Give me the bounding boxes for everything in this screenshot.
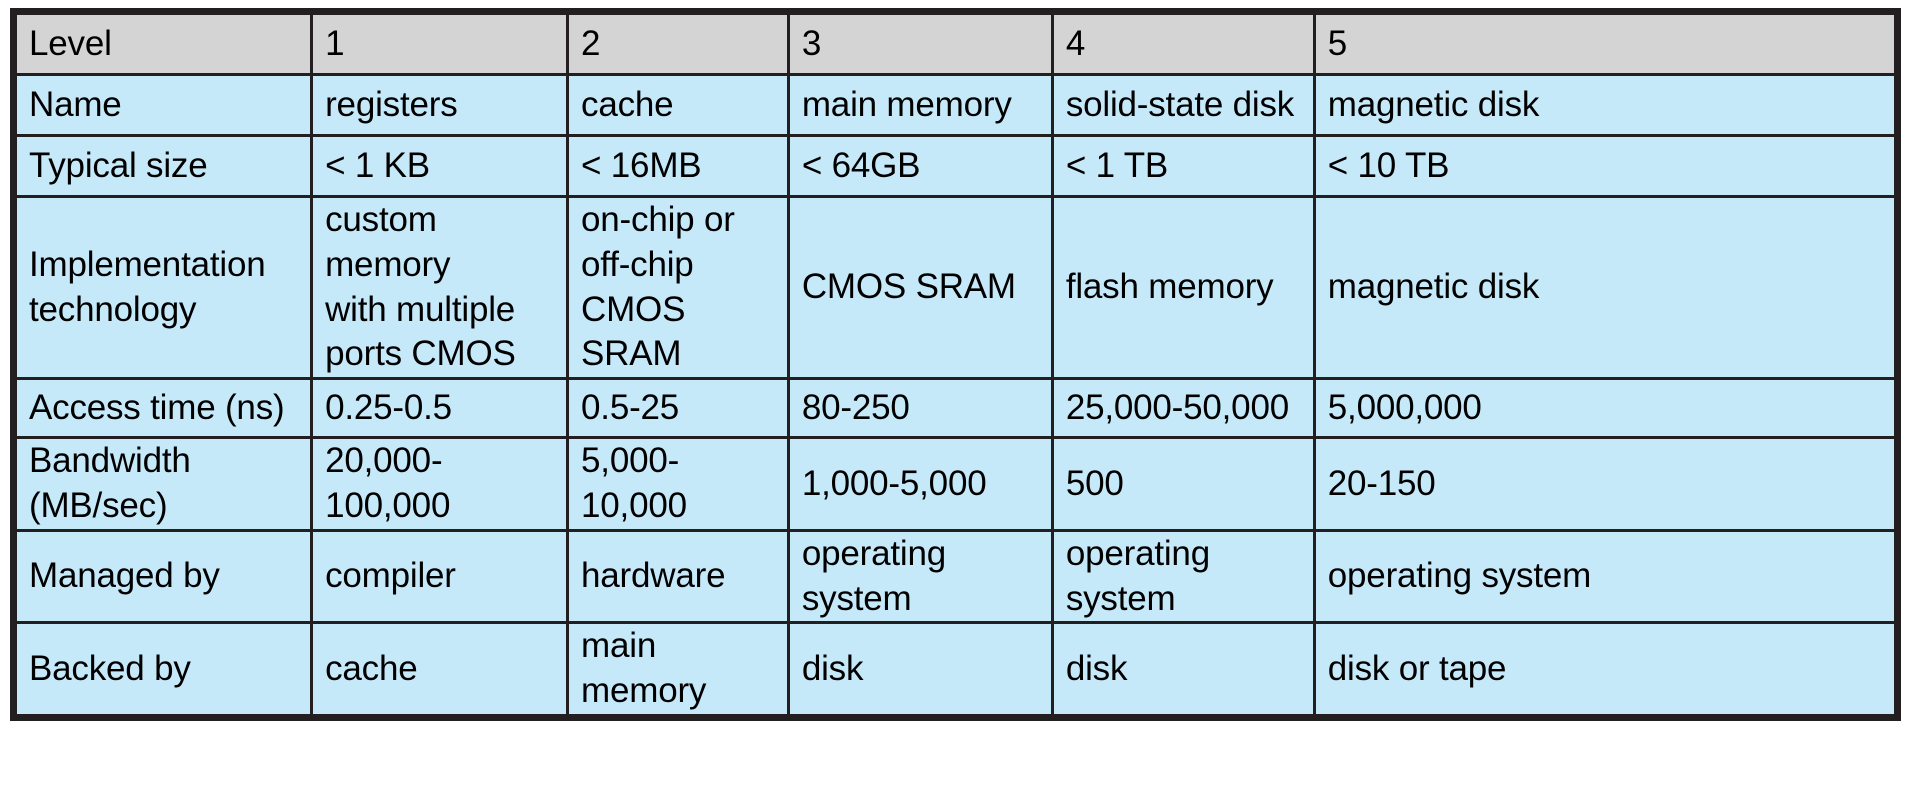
header-cell-level-5: 5 [1312,10,1900,76]
cell-implementation-technology-1: custom memory with multiple ports CMOS [310,194,570,381]
cell-name-5: magnetic disk [1312,73,1900,137]
header-cell-level-2: 2 [566,10,790,76]
cell-access-time-3: 80-250 [786,377,1054,440]
cell-backed-by-1: cache [310,621,570,719]
table-row-bandwidth: Bandwidth (MB/sec) 20,000-100,000 5,000-… [11,436,1900,532]
cell-typical-size-1: < 1 KB [310,134,570,198]
cell-backed-by-2: main memory [566,621,790,719]
storage-hierarchy-table: Level 1 2 3 4 5 Name registers cache mai… [10,8,1901,721]
cell-access-time-5: 5,000,000 [1312,377,1900,440]
table-row-access-time: Access time (ns) 0.25-0.5 0.5-25 80-250 … [11,377,1900,440]
row-label-backed-by: Backed by [11,621,314,719]
cell-name-1: registers [310,73,570,137]
cell-access-time-1: 0.25-0.5 [310,377,570,440]
cell-typical-size-3: < 64GB [786,134,1054,198]
cell-backed-by-4: disk [1050,621,1316,719]
table-row-backed-by: Backed by cache main memory disk disk di… [11,621,1900,719]
cell-managed-by-5: operating system [1312,528,1900,625]
cell-managed-by-4: operating system [1050,528,1316,625]
table-row-name: Name registers cache main memory solid-s… [11,73,1900,137]
row-label-implementation-technology: Implementation technology [11,194,314,381]
cell-backed-by-5: disk or tape [1312,621,1900,719]
table-row-typical-size: Typical size < 1 KB < 16MB < 64GB < 1 TB… [11,134,1900,198]
cell-bandwidth-1: 20,000-100,000 [310,436,570,532]
cell-managed-by-3: operating system [786,528,1054,625]
table-body: Name registers cache main memory solid-s… [11,73,1900,719]
cell-managed-by-1: compiler [310,528,570,625]
cell-name-3: main memory [786,73,1054,137]
header-cell-level-4: 4 [1050,10,1316,76]
cell-name-4: solid-state disk [1050,73,1316,137]
header-cell-level: Level [11,10,314,76]
cell-typical-size-4: < 1 TB [1050,134,1316,198]
cell-access-time-2: 0.5-25 [566,377,790,440]
cell-implementation-technology-2: on-chip or off-chip CMOS SRAM [566,194,790,381]
cell-access-time-4: 25,000-50,000 [1050,377,1316,440]
row-label-typical-size: Typical size [11,134,314,198]
table-row-managed-by: Managed by compiler hardware operating s… [11,528,1900,625]
row-label-bandwidth: Bandwidth (MB/sec) [11,436,314,532]
cell-implementation-technology-5: magnetic disk [1312,194,1900,381]
row-label-name: Name [11,73,314,137]
cell-bandwidth-5: 20-150 [1312,436,1900,532]
row-label-managed-by: Managed by [11,528,314,625]
cell-bandwidth-4: 500 [1050,436,1316,532]
header-cell-level-1: 1 [310,10,570,76]
table-row-implementation-technology: Implementation technology custom memory … [11,194,1900,381]
header-cell-level-3: 3 [786,10,1054,76]
cell-typical-size-2: < 16MB [566,134,790,198]
cell-implementation-technology-3: CMOS SRAM [786,194,1054,381]
cell-typical-size-5: < 10 TB [1312,134,1900,198]
cell-bandwidth-3: 1,000-5,000 [786,436,1054,532]
cell-implementation-technology-4: flash memory [1050,194,1316,381]
cell-backed-by-3: disk [786,621,1054,719]
cell-managed-by-2: hardware [566,528,790,625]
cell-bandwidth-2: 5,000-10,000 [566,436,790,532]
row-label-access-time: Access time (ns) [11,377,314,440]
cell-name-2: cache [566,73,790,137]
table-header: Level 1 2 3 4 5 [11,10,1900,76]
header-row: Level 1 2 3 4 5 [11,10,1900,76]
